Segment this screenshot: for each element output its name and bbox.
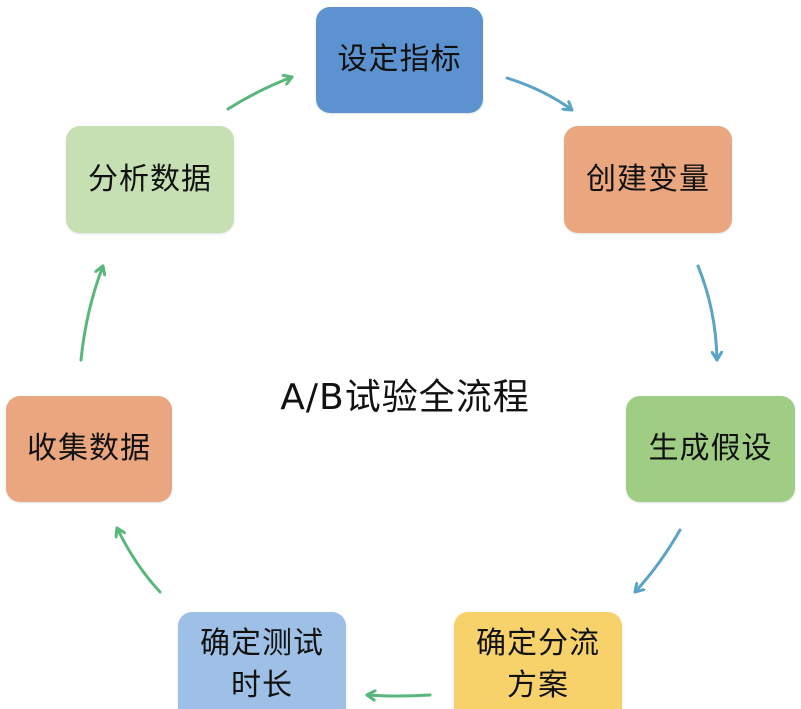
- arrow-metrics-to-variables: [505, 76, 574, 112]
- node-traffic-split-plan: 确定分流 方案: [454, 612, 622, 709]
- arrow-hypothesis-to-split: [633, 528, 682, 594]
- node-test-duration: 确定测试 时长: [178, 612, 346, 709]
- node-generate-hypothesis: 生成假设: [626, 396, 795, 502]
- arrow-collect-to-analyze: [79, 264, 103, 362]
- node-set-metrics: 设定指标: [316, 7, 483, 113]
- arrow-split-to-duration: [365, 695, 432, 696]
- arrow-variables-to-hypothesis: [696, 264, 717, 362]
- node-analyze-data: 分析数据: [66, 126, 234, 233]
- arrow-analyze-to-metrics: [226, 77, 294, 111]
- node-create-variables: 创建变量: [564, 126, 732, 233]
- arrow-duration-to-collect: [117, 526, 162, 594]
- diagram-title: A/B试验全流程: [280, 377, 530, 418]
- node-collect-data: 收集数据: [6, 396, 172, 502]
